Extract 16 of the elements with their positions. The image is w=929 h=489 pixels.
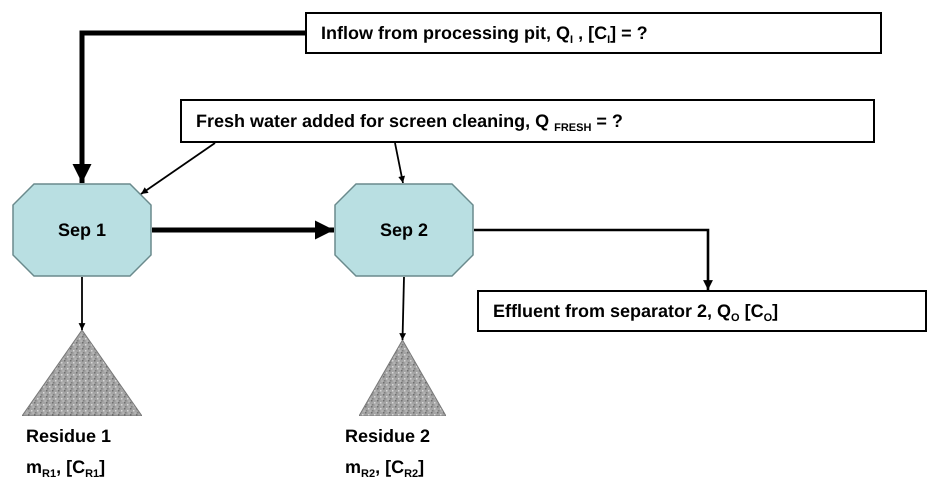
flow-arrow [399,276,406,340]
residue-label: m$_{R2}$, [C$_{R2}$] [345,456,424,482]
residue-label: Residue 1 [26,425,112,448]
flow-arrow [140,142,216,195]
text-box: Inflow from processing pit, Q$_{I}$ , [C$_{I}$] = ? [305,12,882,54]
flow-arrow [72,30,305,183]
text-box: Fresh water added for screen cleaning, Q $_{FRESH}$ = ? [180,99,875,143]
residue-label: m$_{R1}$, [C$_{R1}$] [26,456,106,482]
flow-arrow [78,277,86,330]
flow-arrow [394,142,405,184]
text-box: Effluent from separator 2, Q$_{O}$ [C$_{O}$] [477,290,927,332]
node-label: Sep 2 [380,220,428,240]
residue-label: Residue 2 [345,425,430,448]
flow-arrow [152,220,334,240]
node-label: Sep 1 [58,220,106,240]
flow-arrow [474,228,713,290]
